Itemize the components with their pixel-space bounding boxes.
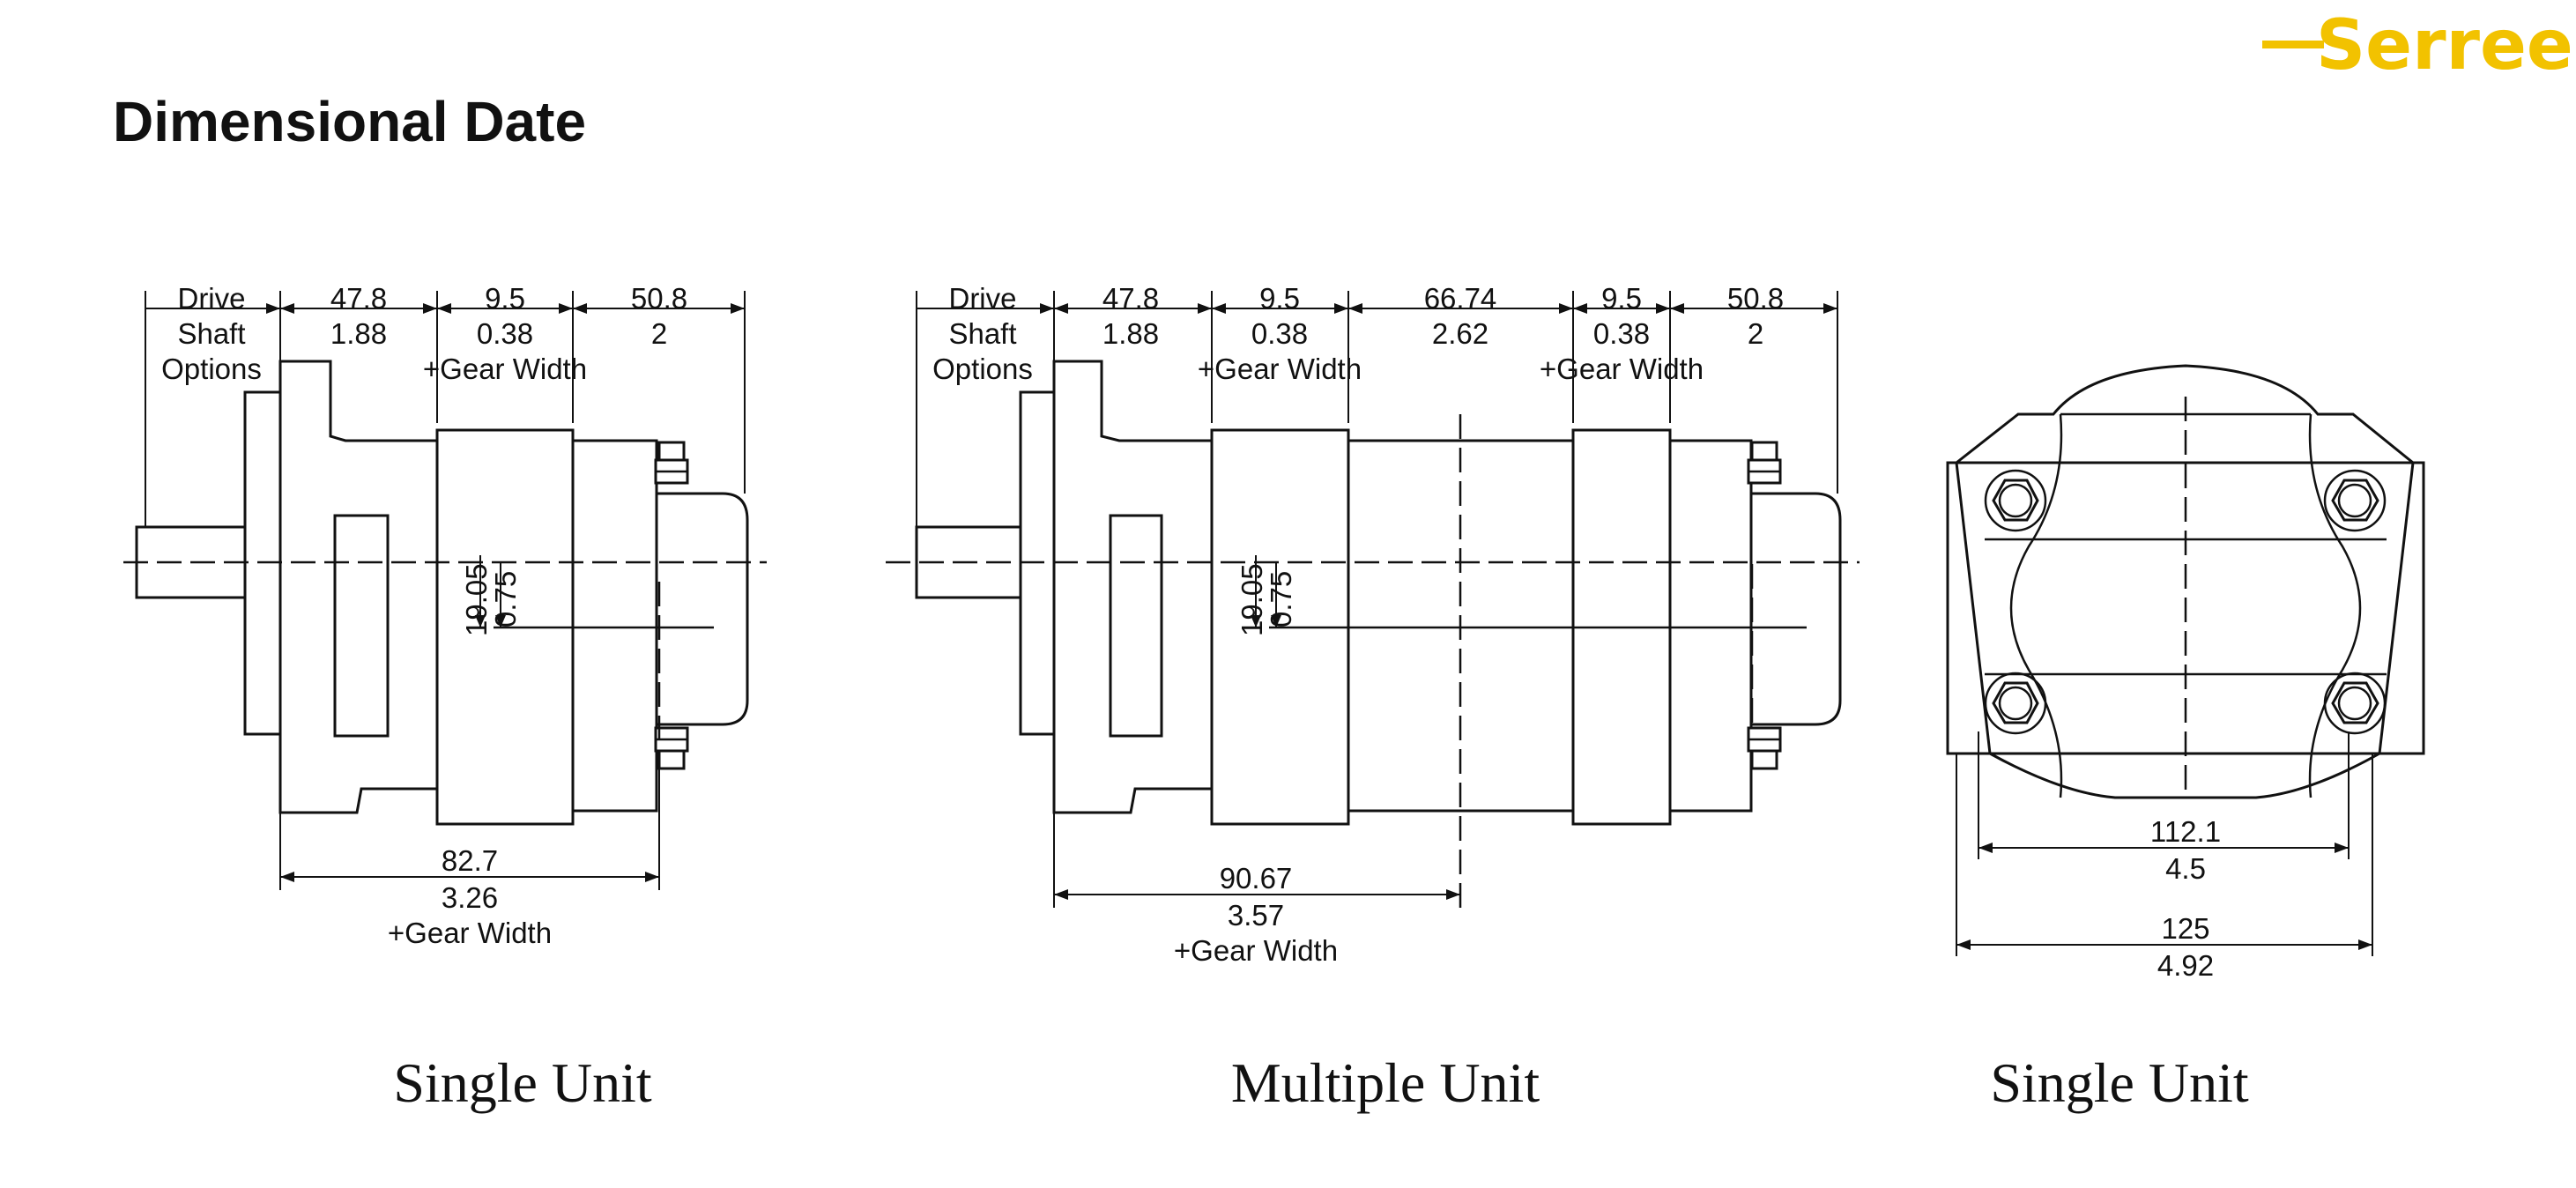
page-title: Dimensional Date bbox=[113, 90, 586, 153]
outer-dim-mm: 125 bbox=[2161, 912, 2209, 945]
dim-note-2: +Gear Width bbox=[423, 353, 587, 385]
dim-mm-1: 47.8 bbox=[1102, 282, 1159, 315]
brand-logo: Serreen bbox=[2262, 6, 2576, 85]
logo-swoosh bbox=[2262, 41, 2324, 48]
inner-dim-mm: 112.1 bbox=[2150, 815, 2221, 848]
logo-text: Serreen bbox=[2316, 6, 2576, 85]
dim-in-1: 1.88 bbox=[330, 317, 387, 350]
outer-dim-in: 4.92 bbox=[2157, 949, 2214, 982]
bolt-top-left bbox=[1984, 469, 2047, 532]
dim-mm-3: 50.8 bbox=[631, 282, 687, 315]
single-unit-end-view: 112.1 4.5 125 4.92 Single Unit bbox=[1946, 364, 2425, 1114]
drive-label-line3: Options bbox=[932, 353, 1033, 385]
bottom-dim-in: 3.26 bbox=[442, 881, 498, 914]
single-unit-side-view: Drive Shaft Options 47.8 1.88 9.5 0.38 +… bbox=[123, 282, 767, 1114]
dim-mm-3: 66.74 bbox=[1424, 282, 1497, 315]
offset-in: 0.75 bbox=[489, 571, 522, 627]
drive-label-line2: Shaft bbox=[177, 317, 245, 350]
offset-mm: 19.05 bbox=[460, 563, 493, 636]
dim-in-3: 2.62 bbox=[1432, 317, 1488, 350]
bottom-dim-mm: 82.7 bbox=[442, 844, 498, 877]
dim-note-2: +Gear Width bbox=[1198, 353, 1362, 385]
dim-in-3: 2 bbox=[651, 317, 667, 350]
multiple-unit-side-view: Drive Shaft Options 47.8 1.88 9.5 0.38 +… bbox=[886, 282, 1860, 1114]
caption-multiple-side: Multiple Unit bbox=[1231, 1051, 1540, 1114]
dim-in-2: 0.38 bbox=[1251, 317, 1308, 350]
bolt-bottom-right bbox=[2323, 672, 2387, 735]
drive-label-line1: Drive bbox=[177, 282, 245, 315]
dim-in-2: 0.38 bbox=[477, 317, 533, 350]
bottom-dim-note: +Gear Width bbox=[388, 917, 552, 949]
bolt-bottom-left bbox=[1984, 672, 2047, 735]
dim-mm-4: 9.5 bbox=[1601, 282, 1642, 315]
drive-label-line3: Options bbox=[161, 353, 262, 385]
drive-label-line2: Shaft bbox=[948, 317, 1016, 350]
caption-single-side: Single Unit bbox=[393, 1051, 652, 1114]
dim-note-4: +Gear Width bbox=[1540, 353, 1704, 385]
drive-label-line1: Drive bbox=[948, 282, 1016, 315]
dim-in-1: 1.88 bbox=[1102, 317, 1159, 350]
bottom-dim-note: +Gear Width bbox=[1174, 934, 1338, 967]
dim-in-5: 2 bbox=[1748, 317, 1763, 350]
dim-mm-2: 9.5 bbox=[485, 282, 525, 315]
offset-mm: 19.05 bbox=[1236, 563, 1268, 636]
dim-mm-1: 47.8 bbox=[330, 282, 387, 315]
dim-mm-2: 9.5 bbox=[1259, 282, 1300, 315]
bottom-dim-mm: 90.67 bbox=[1220, 862, 1293, 895]
bolt-top-right bbox=[2323, 469, 2387, 532]
dim-mm-5: 50.8 bbox=[1727, 282, 1784, 315]
caption-single-end: Single Unit bbox=[1990, 1051, 2249, 1114]
bottom-dim-in: 3.57 bbox=[1228, 899, 1284, 932]
dim-in-4: 0.38 bbox=[1593, 317, 1650, 350]
offset-in: 0.75 bbox=[1265, 571, 1297, 627]
inner-dim-in: 4.5 bbox=[2165, 852, 2206, 885]
